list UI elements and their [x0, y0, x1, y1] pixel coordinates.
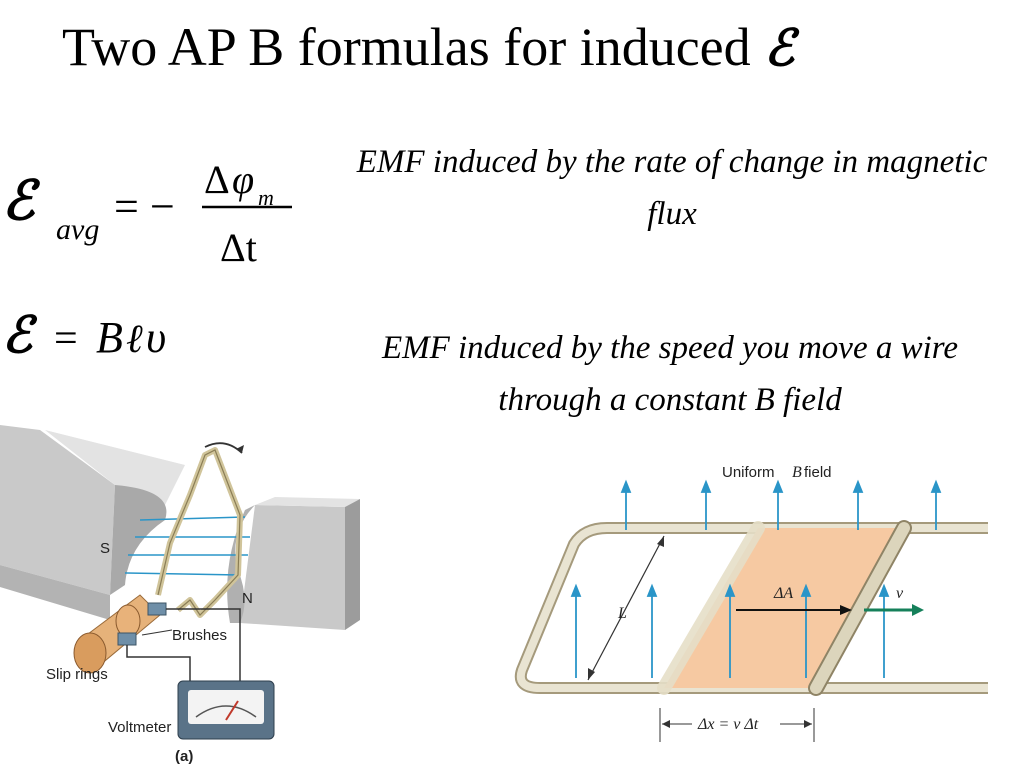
formula1-numerator-phi: φ	[232, 157, 254, 202]
formula2-B: B	[96, 313, 123, 362]
title-text: Two AP B formulas for induced	[62, 17, 751, 77]
formula2-v: υ	[146, 313, 166, 362]
formula2-ell: ℓ	[126, 316, 143, 361]
slide-title: Two AP B formulas for induced ℰ	[62, 14, 794, 81]
formula1-emf-symbol: ℰ	[2, 168, 41, 232]
formula1-numerator-subscript: m	[258, 185, 274, 210]
label-delta-area: ΔA	[773, 585, 793, 602]
slip-ring-assembly	[73, 594, 161, 674]
armature-loop-edge	[157, 449, 241, 616]
formula1-description: EMF induced by the rate of change in mag…	[356, 144, 988, 232]
label-delta-x: Δx = v Δt	[697, 716, 759, 733]
formula1-denominator: Δt	[220, 225, 257, 270]
formula-average-emf: ℰ avg = − Δ φ m Δt	[2, 157, 292, 270]
moving-rod-figure: Uniform B field L ΔA v Δx = v Δt	[514, 464, 988, 742]
formula1-minus: −	[150, 182, 175, 231]
wire-left	[126, 645, 191, 683]
velocity-arrowhead	[912, 604, 924, 616]
dx-arrowhead-right	[804, 720, 812, 728]
label-south: S	[100, 540, 110, 557]
formula2-emf-symbol: ℰ	[2, 305, 38, 364]
magnet-north-pole	[227, 497, 360, 630]
emf-symbol: ℰ	[764, 18, 795, 77]
label-field-suffix: field	[804, 464, 832, 481]
label-field-B: B	[792, 464, 802, 481]
wire-right	[166, 608, 241, 683]
field-arrows	[570, 479, 942, 678]
formula2-equals: =	[54, 316, 78, 362]
formula2-description: EMF induced by the speed you move a wire…	[381, 330, 959, 418]
formula-motional-emf: ℰ = B ℓ υ	[2, 305, 166, 364]
magnet-south-pole	[0, 425, 185, 620]
label-velocity: v	[896, 585, 904, 602]
formula1-equals: =	[114, 182, 139, 231]
label-brushes: Brushes	[172, 627, 227, 644]
label-length: L	[617, 605, 627, 622]
brushes-leader	[141, 629, 173, 636]
label-voltmeter: Voltmeter	[108, 719, 171, 736]
ac-generator-figure: S N Brushes Slip rings Voltmeter (a)	[0, 425, 360, 765]
area-arrowhead	[840, 605, 852, 615]
length-marker	[587, 535, 665, 681]
moving-rod	[810, 522, 910, 694]
dx-arrowhead-left	[662, 720, 670, 728]
voltmeter-icon	[177, 680, 275, 740]
brush-bottom	[117, 632, 137, 646]
length-arrowhead-bottom	[588, 668, 595, 680]
label-slip-rings: Slip rings	[46, 666, 108, 683]
field-lines	[124, 516, 250, 576]
rails-highlight	[516, 524, 988, 692]
rod-initial-position	[657, 521, 765, 695]
length-arrowhead-top	[657, 536, 664, 547]
label-north: N	[242, 590, 253, 607]
formula1-subscript: avg	[56, 213, 99, 246]
formula1-numerator-delta: Δ	[204, 157, 230, 202]
brush-top	[147, 602, 167, 616]
figure-caption: (a)	[175, 748, 193, 765]
rotation-arrowhead	[236, 445, 244, 453]
label-field-prefix: Uniform	[722, 464, 775, 481]
